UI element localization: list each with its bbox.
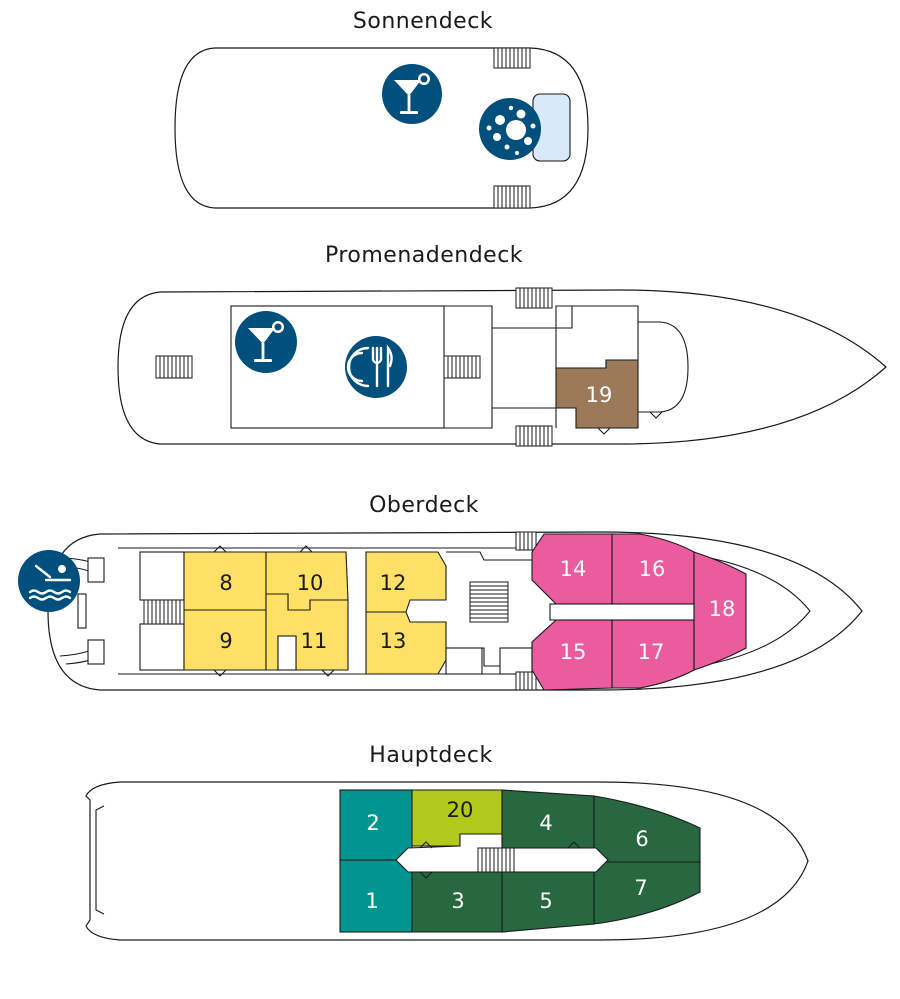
whirlpool-icon	[479, 98, 541, 160]
cabin-label-6: 6	[635, 827, 648, 851]
cabin-19	[555, 359, 639, 429]
cabin-2	[339, 789, 413, 861]
cabin-label-3: 3	[451, 889, 464, 913]
cocktail-glass-icon	[235, 311, 297, 373]
stairs-promenadendeck-bottom	[515, 425, 553, 447]
cabin-label-4: 4	[539, 811, 552, 835]
oberdeck-forward-corridor	[549, 603, 695, 621]
stairs-sonnendeck-bottom	[493, 185, 531, 209]
stairs-hauptdeck	[477, 847, 515, 873]
stairs-oberdeck-bottom	[515, 671, 537, 691]
stairs-oberdeck-top	[515, 531, 537, 551]
oberdeck-section: Oberdeck 8 9 10 11 12 13	[18, 493, 863, 691]
deck-title-sonnendeck: Sonnendeck	[353, 9, 493, 34]
cabin-13	[365, 611, 447, 675]
cabin-label-13: 13	[380, 629, 407, 653]
hauptdeck-section: Hauptdeck 2 1 20 4 6 7 5 3	[85, 743, 809, 941]
deck-title-hauptdeck: Hauptdeck	[369, 743, 492, 768]
cabin-label-10: 10	[297, 571, 324, 595]
oberdeck-corridor	[410, 551, 532, 667]
cabin-label-11: 11	[301, 629, 328, 653]
deck-title-oberdeck: Oberdeck	[369, 493, 479, 518]
cabin-17	[611, 619, 695, 689]
cabin-label-7: 7	[634, 876, 647, 900]
cabin-label-8: 8	[219, 571, 232, 595]
stairs-oberdeck-center	[469, 581, 509, 623]
wheelhouse-outline	[638, 321, 689, 413]
cabin-18	[693, 551, 747, 671]
cabin-label-17: 17	[638, 640, 665, 664]
cabin-label-2: 2	[366, 811, 379, 835]
plate-cutlery-icon	[345, 336, 407, 398]
cocktail-glass-icon	[382, 64, 442, 124]
cabin-label-20: 20	[447, 798, 474, 822]
cabin-label-1: 1	[365, 889, 378, 913]
cabin-label-9: 9	[219, 629, 232, 653]
cabin-label-15: 15	[560, 640, 587, 664]
cabin-label-5: 5	[539, 889, 552, 913]
cabin-label-19: 19	[586, 383, 613, 407]
stairs-promenadendeck-aft	[155, 355, 193, 379]
stairs-promenadendeck-mid	[443, 355, 481, 379]
cabin-label-12: 12	[380, 571, 407, 595]
deck-title-promenadendeck: Promenadendeck	[325, 243, 523, 268]
cabin-label-18: 18	[709, 597, 736, 621]
cabin-1	[339, 859, 413, 933]
swimming-pool-icon	[18, 550, 80, 612]
stairs-oberdeck-aft	[143, 599, 185, 625]
cabin-6	[593, 795, 701, 863]
promenadendeck-section: Promenadendeck 19	[117, 243, 887, 447]
cabin-label-14: 14	[560, 557, 587, 581]
cabin-label-16: 16	[639, 557, 666, 581]
sonnendeck-section: Sonnendeck	[174, 9, 589, 209]
stairs-promenadendeck-top	[515, 287, 553, 309]
stairs-sonnendeck-top	[493, 47, 531, 69]
cabin-7	[593, 861, 701, 925]
